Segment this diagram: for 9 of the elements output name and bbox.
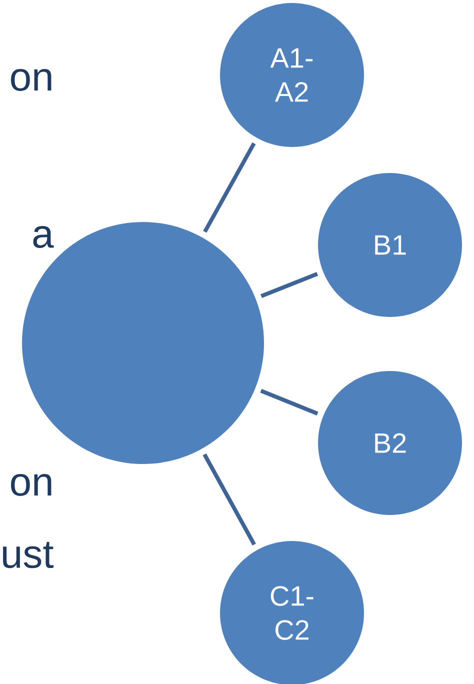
text-fragment: on (10, 474, 52, 496)
text-fragment: ust (3, 542, 54, 568)
hub-circle (22, 222, 264, 464)
connector-line (260, 388, 318, 416)
connector-line (260, 272, 318, 298)
connector-line (202, 453, 256, 546)
text-fragment: a (33, 226, 54, 248)
connector-line (203, 142, 256, 233)
text-fragment: on (10, 69, 52, 91)
